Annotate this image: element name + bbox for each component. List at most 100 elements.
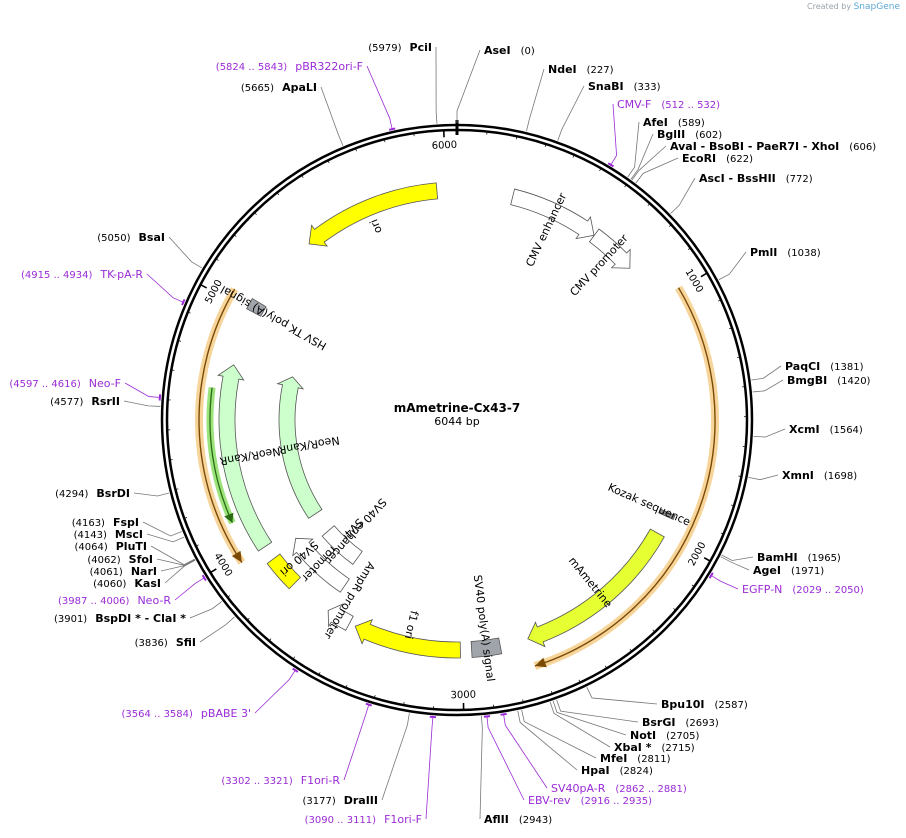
minor-tick	[327, 160, 330, 164]
site-leader-line	[549, 701, 611, 748]
site-leader-line	[479, 715, 483, 820]
feature-sv40-poly-a-signal[interactable]	[470, 637, 503, 658]
site-name[interactable]: XmnI	[782, 469, 814, 482]
primer-leader-line	[486, 715, 525, 801]
site-position: (3901)	[54, 614, 87, 625]
primer-name[interactable]: F1ori-R	[301, 774, 341, 787]
snapgene-credit: Created by SnapGene	[807, 2, 900, 12]
site-position: (4577)	[50, 397, 83, 408]
site-name[interactable]: XbaI *	[614, 741, 652, 754]
site-leader-line	[748, 474, 779, 481]
site-name[interactable]: FspI	[113, 516, 139, 529]
site-name[interactable]: NarI	[131, 565, 157, 578]
site-position: (4062)	[87, 555, 120, 566]
feature-cmv-promoter[interactable]	[588, 228, 631, 269]
minor-tick	[227, 595, 231, 598]
site-leader-line	[720, 556, 750, 571]
site-name[interactable]: BsaI	[139, 231, 165, 244]
feature-ori[interactable]	[308, 182, 439, 247]
site-name[interactable]: Bpu10I	[661, 698, 705, 711]
site-name[interactable]: HpaI	[581, 764, 610, 777]
site-name[interactable]: DraIII	[344, 794, 378, 807]
site-position: (772)	[786, 174, 813, 185]
site-position: (602)	[695, 130, 722, 141]
site-name[interactable]: SfiI	[176, 636, 196, 649]
primer-mark	[483, 715, 491, 718]
primer-name[interactable]: pBABE 3'	[201, 707, 251, 720]
primer-name[interactable]: TK-pA-R	[99, 268, 143, 281]
site-name[interactable]: BspDI * - ClaI *	[95, 612, 186, 625]
site-leader-line	[631, 145, 667, 181]
feature-hsv-tk-poly-a-signal[interactable]	[246, 298, 267, 317]
site-name[interactable]: BsrDI	[96, 487, 130, 500]
site-leader-line	[320, 86, 344, 146]
feature-f1-ori[interactable]	[354, 619, 461, 659]
site-leader-line	[199, 616, 235, 643]
site-position: (227)	[587, 65, 614, 76]
site-leader-line	[627, 121, 640, 178]
site-name[interactable]: MfeI	[600, 752, 627, 765]
site-name[interactable]: XcmI	[789, 423, 820, 436]
minor-tick	[691, 584, 695, 587]
site-name[interactable]: PluTI	[116, 540, 147, 553]
primer-name[interactable]: Neo-R	[137, 594, 171, 607]
primer-position: (2916 .. 2935)	[581, 796, 653, 807]
plasmid-center-label: mAmetrine-Cx43-7 6044 bp	[394, 401, 520, 428]
feature-mametrine[interactable]	[527, 528, 665, 648]
feature-sv40-promoter[interactable]	[292, 537, 350, 593]
feature-neor-kanr[interactable]	[217, 364, 273, 552]
feature-neor-kanr[interactable]	[276, 376, 323, 519]
site-name[interactable]: AgeI	[753, 564, 781, 577]
feature-sv40-ori[interactable]	[266, 553, 301, 590]
site-name[interactable]: SnaBI	[588, 80, 624, 93]
site-name[interactable]: PaqCI	[785, 360, 820, 373]
primer-name[interactable]: EGFP-N	[742, 583, 782, 596]
site-leader-line	[156, 558, 196, 566]
site-name[interactable]: EcoRI	[682, 152, 716, 165]
site-name[interactable]: BmgBI	[787, 374, 827, 387]
site-leader-line	[751, 365, 782, 381]
site-name[interactable]: AscI - BssHII	[699, 172, 776, 185]
site-name[interactable]: SfoI	[129, 553, 153, 566]
neo-inner-orf-arrowhead	[224, 512, 234, 523]
site-name[interactable]: PmlI	[750, 246, 777, 259]
site-name[interactable]: AvaI - BsoBI - PaeR7I - XhoI	[670, 140, 839, 153]
site-name[interactable]: RsrII	[91, 395, 120, 408]
site-name[interactable]: PciI	[410, 41, 432, 54]
feature-cmv-enhancer[interactable]	[510, 188, 595, 240]
feature-ampr-promoter[interactable]	[327, 603, 354, 631]
primer-name[interactable]: Neo-F	[89, 377, 121, 390]
site-name[interactable]: AflII	[484, 813, 509, 826]
feature-sv40-enhancer[interactable]	[321, 525, 363, 565]
site-name[interactable]: BglII	[657, 128, 685, 141]
feature-label: HSV TK poly(A) signal	[218, 283, 328, 353]
minor-tick	[578, 679, 581, 683]
site-name[interactable]: BamHI	[757, 551, 798, 564]
primer-mark	[607, 162, 615, 168]
site-name[interactable]: NdeI	[548, 63, 577, 76]
site-leader-line	[630, 133, 654, 180]
site-name[interactable]: NotI	[630, 729, 656, 742]
site-name[interactable]: AfeI	[643, 116, 668, 129]
primer-name[interactable]: SV40pA-R	[551, 782, 606, 795]
site-name[interactable]: KasI	[134, 577, 161, 590]
minor-tick	[355, 148, 357, 152]
orf-0-line	[534, 287, 716, 667]
primer-name[interactable]: F1ori-F	[384, 813, 422, 826]
site-position: (1971)	[791, 566, 824, 577]
site-leader-line	[670, 177, 696, 214]
site-name[interactable]: MscI	[115, 528, 143, 541]
feature-label: SV40 poly(A) signal	[471, 574, 497, 682]
feature-kozak-sequence[interactable]	[658, 508, 676, 521]
site-name[interactable]: ApaLI	[282, 81, 317, 94]
minor-tick	[668, 224, 672, 227]
feature-label: Kozak sequence	[606, 481, 693, 529]
primer-name[interactable]: EBV-rev	[528, 794, 571, 807]
plasmid-size: 6044 bp	[434, 415, 479, 428]
site-name[interactable]: BsrGI	[642, 716, 675, 729]
minor-tick	[345, 684, 348, 689]
primer-name[interactable]: pBR322ori-F	[295, 60, 363, 73]
site-name[interactable]: AseI	[484, 44, 511, 57]
primer-name[interactable]: CMV-F	[617, 98, 651, 111]
minor-tick	[403, 702, 405, 706]
